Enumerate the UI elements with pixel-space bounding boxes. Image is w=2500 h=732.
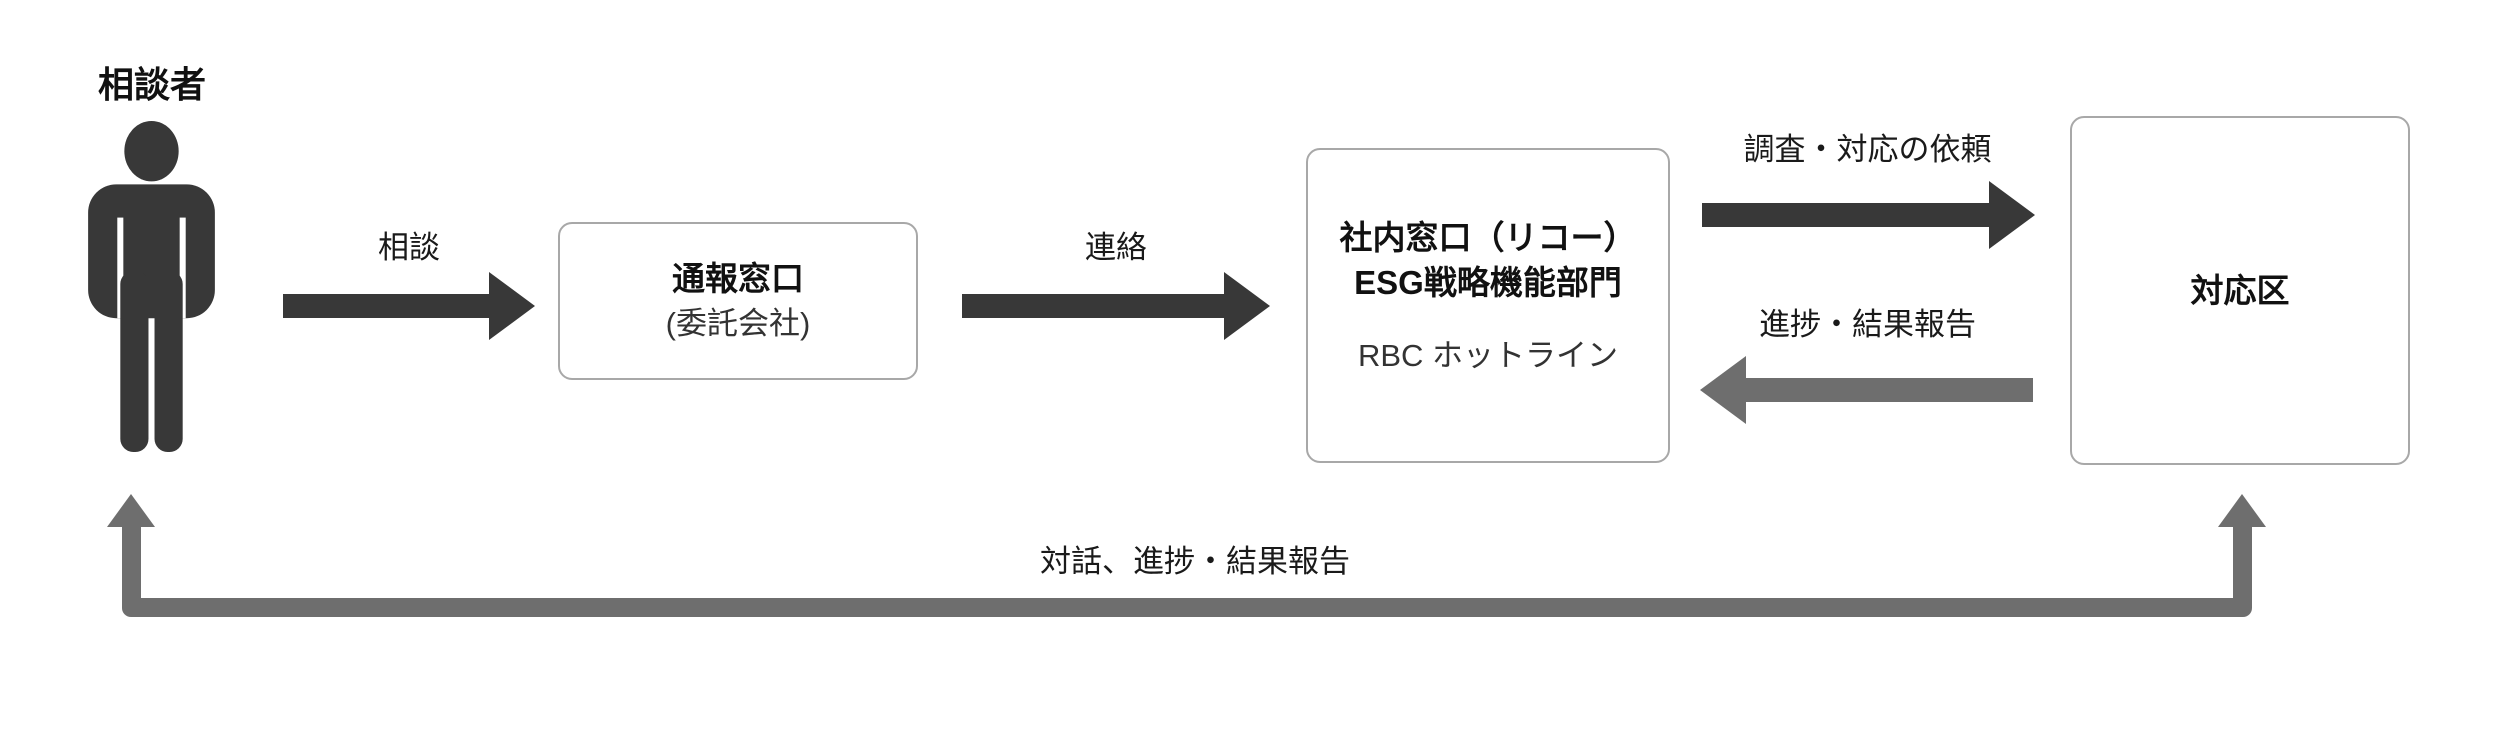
node-response-section: 対応区: [2070, 116, 2410, 465]
progress-arrow-label: 進捗・結果報告: [1759, 307, 1976, 342]
arrow-right-head: [1224, 272, 1270, 340]
contact-arrow: [962, 272, 1270, 340]
progress-arrow: [1700, 356, 2033, 424]
arrow-right-head: [489, 272, 535, 340]
arrow-shaft: [283, 294, 489, 318]
contact-arrow-label: 連絡: [1085, 230, 1147, 265]
return-connector-right-vertical-bar: [2233, 524, 2252, 604]
arrow-shaft: [962, 294, 1224, 318]
response-section-title: 対応区: [2190, 272, 2290, 309]
node-internal-desk: 社内窓口（リコー） ESG戦略機能部門 RBC ホットライン: [1306, 148, 1670, 463]
return-connector-horizontal-bar: [122, 598, 2252, 617]
arrow-shaft: [1702, 203, 1989, 227]
node-report-desk: 通報窓口 (委託会社): [558, 222, 918, 380]
consult-arrow-label: 相談: [378, 230, 440, 265]
return-connector-left-up-arrowhead: [107, 494, 155, 527]
internal-desk-title-line1: 社内窓口（リコー）: [1339, 219, 1637, 256]
arrow-shaft: [1746, 378, 2033, 402]
arrow-left-head: [1700, 356, 1746, 424]
request-arrow-label: 調査・対応の依頼: [1743, 132, 1992, 167]
request-arrow: [1702, 181, 2035, 249]
report-desk-title: 通報窓口: [672, 260, 804, 297]
person-icon: [88, 121, 215, 452]
internal-desk-subtitle: RBC ホットライン: [1357, 338, 1619, 373]
consult-arrow: [283, 272, 535, 340]
actor-label: 相談者: [98, 64, 207, 105]
return-connector-right-up-arrowhead: [2218, 494, 2266, 527]
internal-desk-title-line2: ESG戦略機能部門: [1354, 264, 1622, 301]
return-connector-left-vertical-bar: [122, 524, 141, 604]
report-desk-subtitle: (委託会社): [665, 306, 811, 341]
arrow-right-head: [1989, 181, 2035, 249]
dialogue-arrow-label: 対話、進捗・結果報告: [1040, 544, 1350, 579]
